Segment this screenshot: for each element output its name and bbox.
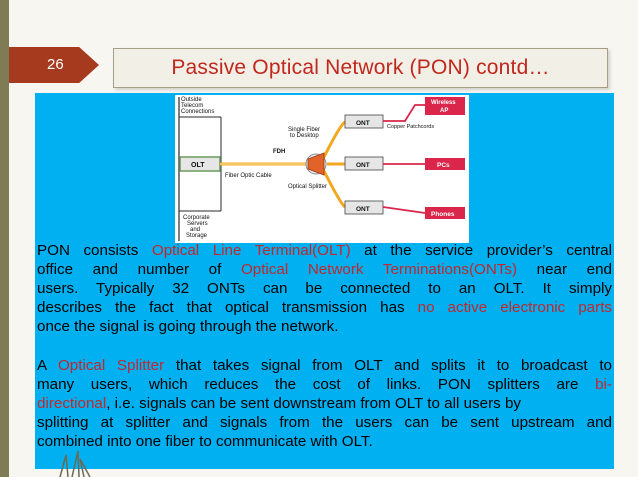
para2-line3: directional, i.e. signals can be sent do… — [37, 394, 612, 413]
corporate-label-4: Storage — [186, 233, 208, 239]
pcs-box — [425, 158, 465, 170]
text-run: office and number of — [37, 261, 241, 278]
highlight-directional: directional — [37, 395, 107, 412]
para1-line1: PON consists Optical Line Terminal(OLT) … — [37, 241, 612, 260]
text-run: A — [37, 357, 58, 374]
ont-label-1: ONT — [356, 120, 370, 127]
ont-label-2: ONT — [356, 162, 370, 169]
text-run: PON consists — [37, 242, 152, 259]
para1-line4: describes the fact that optical transmis… — [37, 298, 612, 317]
text-run: many users, which reduces the cost of li… — [37, 376, 596, 393]
pcs-label: PCs — [437, 162, 450, 169]
highlight-optical-splitter: Optical Splitter — [57, 357, 165, 374]
ont-label-3: ONT — [356, 206, 370, 213]
wireless-label-1: Wireless — [431, 100, 456, 106]
left-stripe — [0, 0, 9, 477]
fiber-cable-label: Fiber Optic Cable — [225, 173, 272, 179]
grass-blades — [59, 450, 91, 477]
paragraph-pon: PON consists Optical Line Terminal(OLT) … — [37, 241, 612, 336]
pon-diagram: Outside Telecom Connections Corporate Se… — [175, 95, 469, 243]
outside-label-3: Connections — [181, 109, 214, 115]
para2-line5: combined into one fiber to communicate w… — [37, 433, 373, 450]
para1-line2: office and number of Optical Network Ter… — [37, 260, 612, 279]
text-run: , i.e. signals can be sent downstream fr… — [106, 395, 521, 412]
splitter-label: Optical Splitter — [288, 184, 327, 190]
fdh-label: FDH — [273, 149, 285, 155]
paragraph-splitter: A Optical Splitter that takes signal fro… — [37, 356, 612, 451]
phones-box — [425, 207, 465, 219]
outside-label-2: Telecom — [181, 103, 203, 109]
text-run: describes the fact that optical transmis… — [37, 299, 418, 316]
branch-top — [321, 120, 346, 160]
para2-line1: A Optical Splitter that takes signal fro… — [37, 356, 612, 375]
highlight-bi: bi- — [595, 376, 612, 393]
copper-link-phones — [382, 206, 426, 214]
grass-decoration — [0, 447, 638, 477]
para1-line3: users. Typically 32 ONTs can be connecte… — [37, 280, 612, 297]
outside-label-1: Outside — [181, 97, 202, 103]
text-run: near end — [517, 261, 612, 278]
para2-line4: splitting at splitter and signals from t… — [37, 414, 612, 431]
para2-line2: many users, which reduces the cost of li… — [37, 375, 612, 394]
title-box: Passive Optical Network (PON) contd… — [113, 48, 608, 88]
wireless-ap-box — [425, 97, 465, 115]
highlight-ont: Optical Network Terminations(ONTs) — [240, 261, 518, 278]
slide-number: 26 — [9, 47, 99, 83]
slide-title: Passive Optical Network (PON) contd… — [171, 56, 550, 79]
single-fiber-label-2: to Desktop — [290, 133, 319, 139]
corporate-label-1: Corporate — [183, 215, 210, 221]
text-run: at the service provider’s central — [350, 242, 612, 259]
single-fiber-label-1: Single Fiber — [288, 127, 320, 133]
corporate-label-3: and — [190, 227, 200, 233]
phones-label: Phones — [431, 211, 455, 218]
grass-svg — [59, 450, 91, 477]
para1-line5: once the signal is going through the net… — [37, 318, 339, 335]
splitter-icon — [307, 152, 325, 176]
highlight-no-active: no active electronic parts — [417, 299, 613, 316]
corporate-label-2: Servers — [187, 221, 208, 227]
text-run: that takes signal from OLT and splits it… — [164, 357, 612, 374]
branch-bottom — [321, 168, 347, 209]
highlight-olt: Optical Line Terminal(OLT) — [151, 242, 351, 259]
olt-label: OLT — [191, 162, 205, 169]
copper-label: Copper Patchcords — [387, 124, 434, 130]
wireless-label-2: AP — [440, 108, 448, 114]
pon-diagram-svg: Outside Telecom Connections Corporate Se… — [178, 97, 465, 241]
copper-link-wireless — [383, 104, 425, 122]
